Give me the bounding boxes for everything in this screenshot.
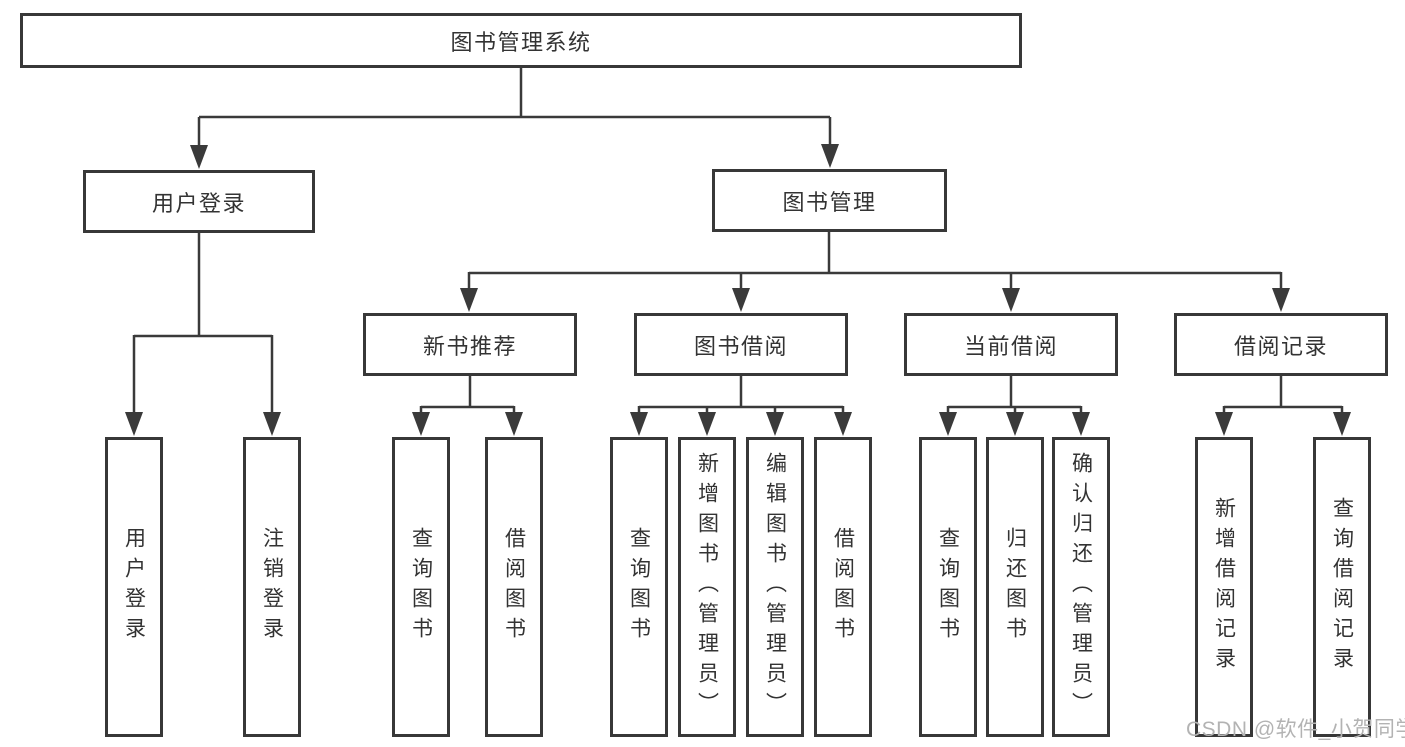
node-current-borrowing: 当前借阅	[904, 313, 1118, 376]
leaf-recommend-borrow-books: 借阅图书	[485, 437, 543, 737]
leaf-recommend-borrow-books-label: 借阅图书	[502, 527, 526, 647]
leaf-records-add-record-label: 新增借阅记录	[1212, 497, 1236, 677]
node-book-management: 图书管理	[712, 169, 947, 232]
leaf-borrowing-borrow-books: 借阅图书	[814, 437, 872, 737]
leaf-borrowing-query-books-label: 查询图书	[627, 527, 651, 647]
leaf-borrowing-borrow-books-label: 借阅图书	[831, 527, 855, 647]
leaf-borrowing-add-books-admin-label: 新增图书（管理员）	[695, 452, 719, 722]
leaf-borrowing-edit-books-admin-label: 编辑图书（管理员）	[763, 452, 787, 722]
leaf-current-confirm-return-admin: 确认归还（管理员）	[1052, 437, 1110, 737]
node-user-login: 用户登录	[83, 170, 315, 233]
node-book-borrowing: 图书借阅	[634, 313, 848, 376]
leaf-logout-label: 注销登录	[260, 527, 284, 647]
leaf-current-query-books-label: 查询图书	[936, 527, 960, 647]
leaf-records-query-record-label: 查询借阅记录	[1330, 497, 1354, 677]
leaf-current-query-books: 查询图书	[919, 437, 977, 737]
node-new-book-recommend: 新书推荐	[363, 313, 577, 376]
leaf-records-query-record: 查询借阅记录	[1313, 437, 1371, 737]
leaf-recommend-query-books-label: 查询图书	[409, 527, 433, 647]
leaf-user-login-label: 用户登录	[122, 527, 146, 647]
leaf-logout: 注销登录	[243, 437, 301, 737]
leaf-current-confirm-return-admin-label: 确认归还（管理员）	[1069, 452, 1093, 722]
leaf-current-return-books-label: 归还图书	[1003, 527, 1027, 647]
leaf-user-login: 用户登录	[105, 437, 163, 737]
leaf-borrowing-add-books-admin: 新增图书（管理员）	[678, 437, 736, 737]
csdn-watermark: CSDN @软件_小贺同学	[1186, 718, 1405, 741]
leaf-current-return-books: 归还图书	[986, 437, 1044, 737]
leaf-borrowing-edit-books-admin: 编辑图书（管理员）	[746, 437, 804, 737]
leaf-borrowing-query-books: 查询图书	[610, 437, 668, 737]
node-borrowing-records: 借阅记录	[1174, 313, 1388, 376]
node-library-management-system: 图书管理系统	[20, 13, 1022, 68]
leaf-recommend-query-books: 查询图书	[392, 437, 450, 737]
leaf-records-add-record: 新增借阅记录	[1195, 437, 1253, 737]
